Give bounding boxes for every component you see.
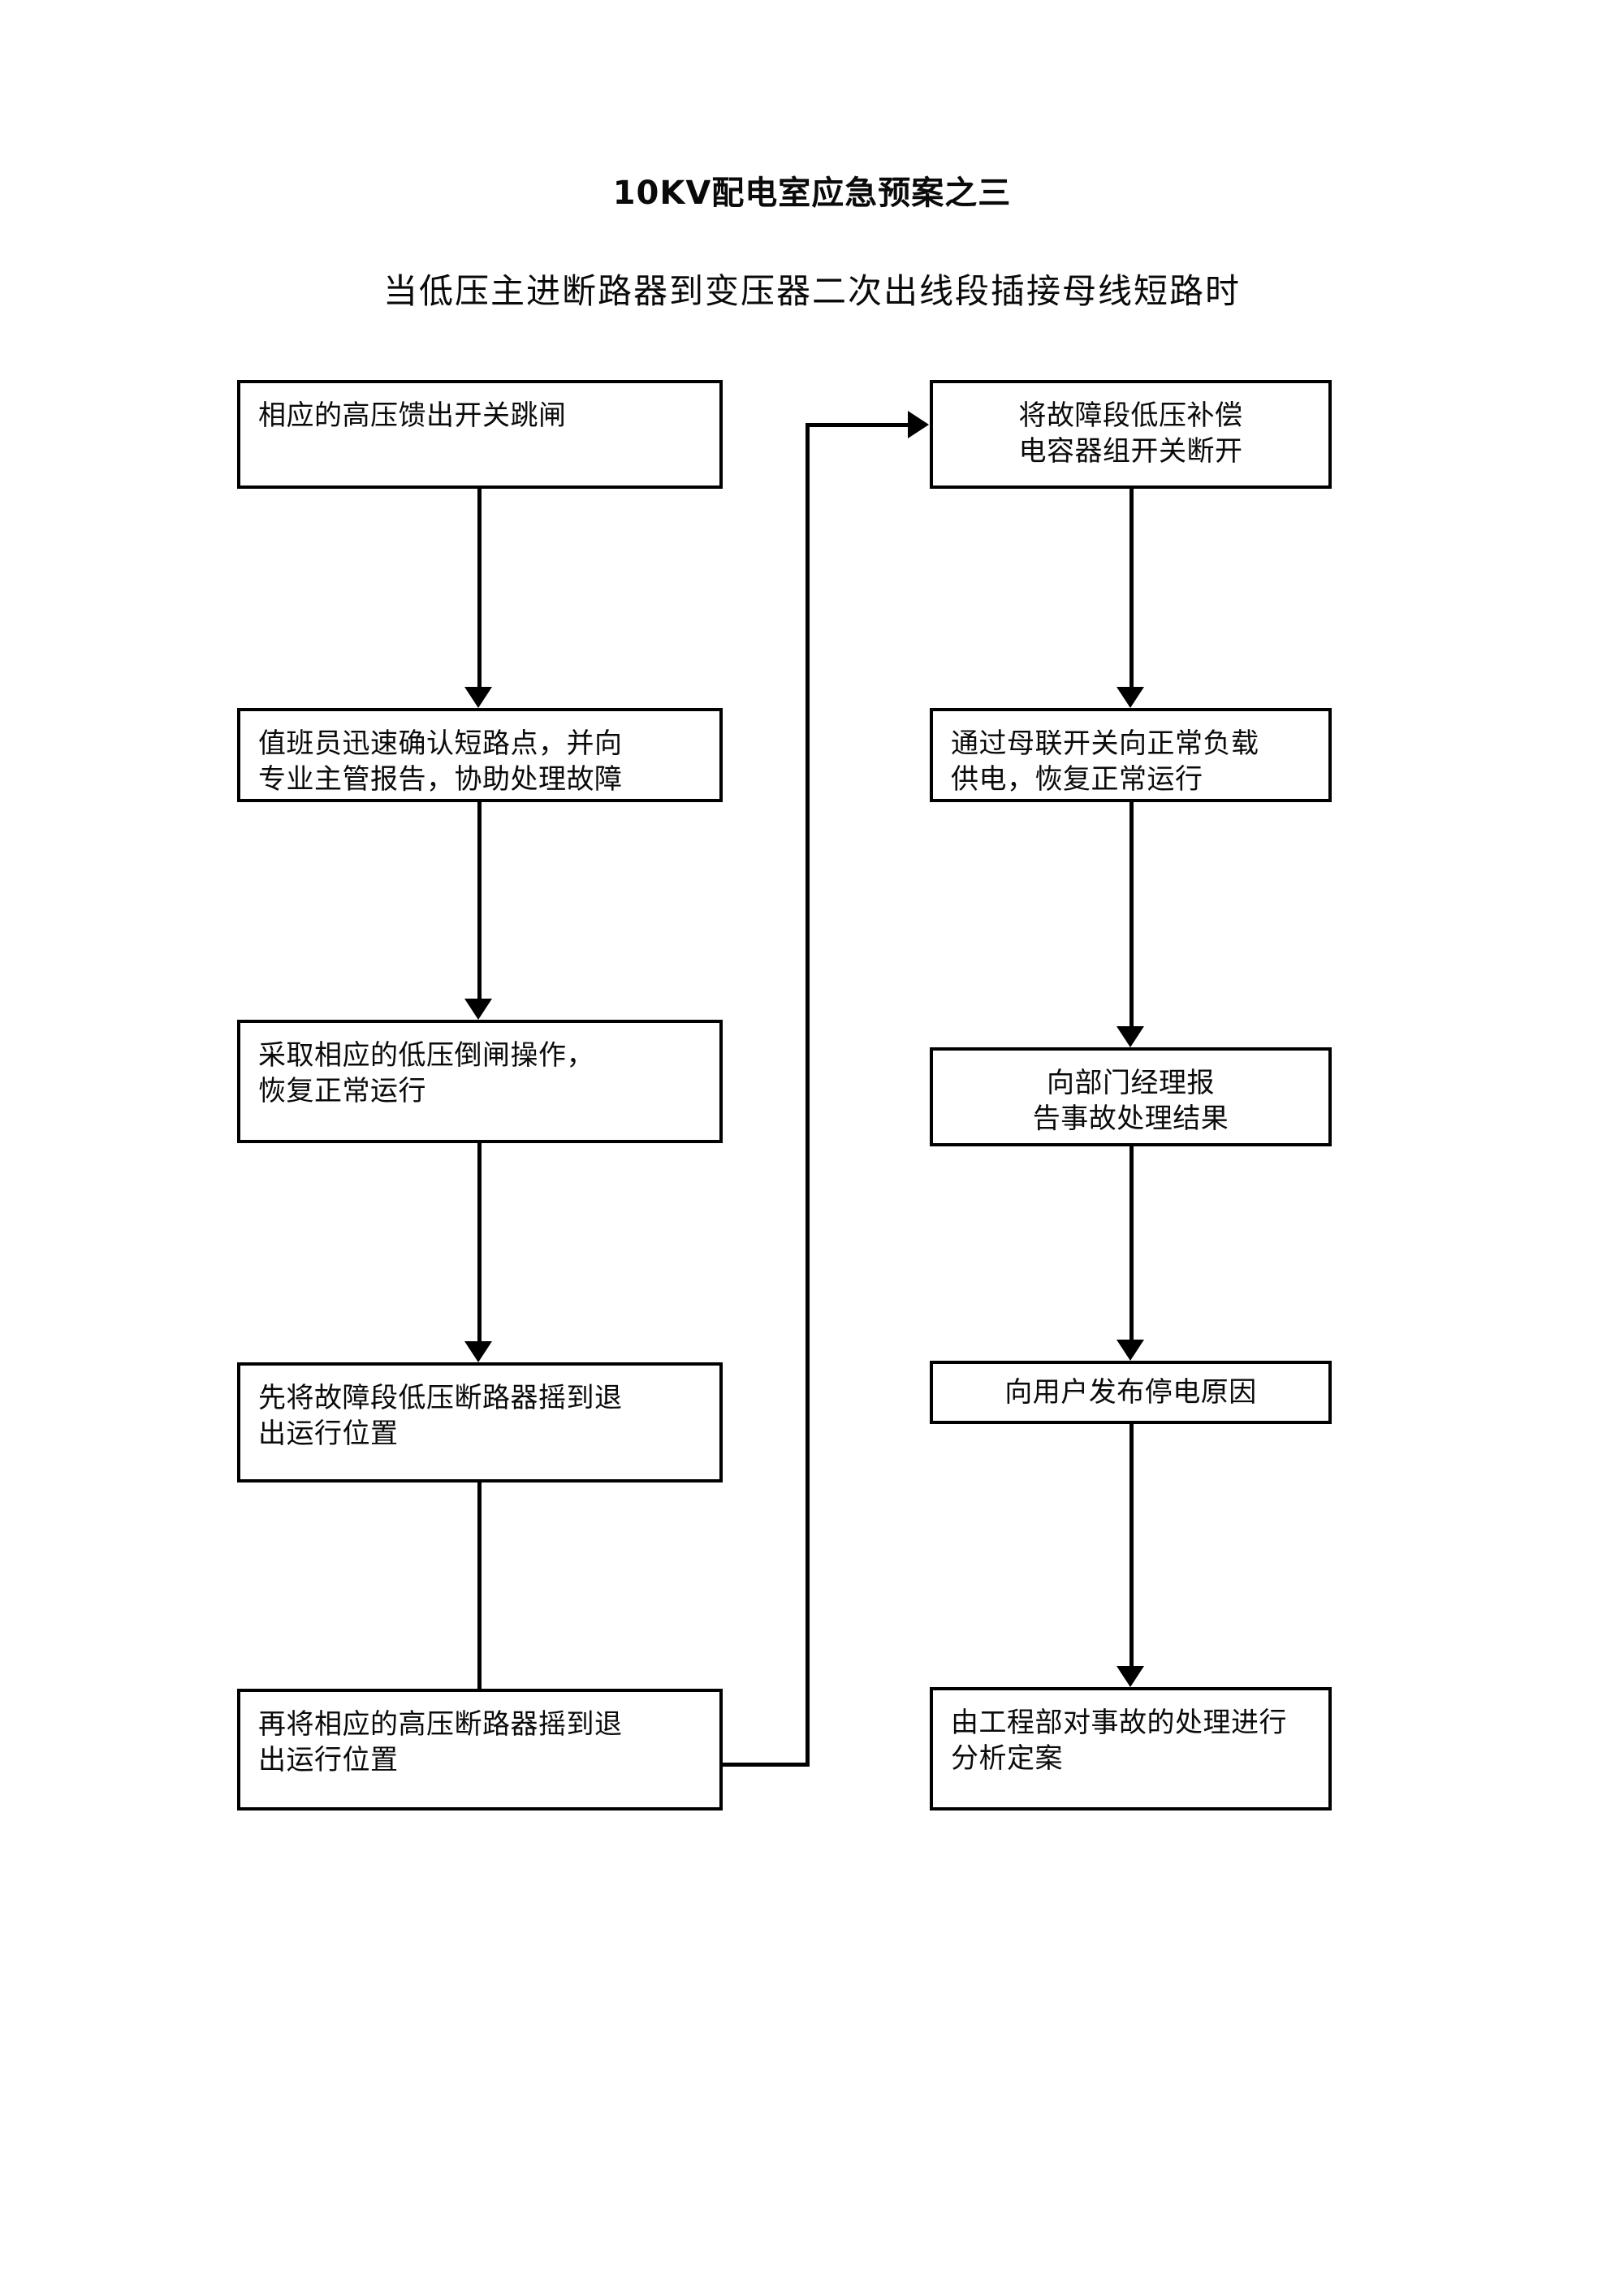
flow-node-R3: 向部门经理报 告事故处理结果 — [930, 1047, 1332, 1146]
edge-R1-R2-arrowhead — [1116, 687, 1144, 708]
edge-R4-R5-line — [1129, 1424, 1134, 1666]
edge-L5-R1-segment-vertical — [806, 423, 810, 1765]
flow-node-R1-text: 将故障段低压补偿 电容器组开关断开 — [1018, 399, 1243, 468]
flow-node-L1: 相应的高压馈出开关跳闸 — [237, 380, 723, 489]
edge-L3-L4-arrowhead — [464, 1341, 492, 1362]
flow-node-R5: 由工程部对事故的处理进行 分析定案 — [930, 1687, 1332, 1810]
edge-R3-R4-arrowhead — [1116, 1340, 1144, 1361]
edge-R3-R4-line — [1129, 1146, 1134, 1340]
flow-node-R4: 向用户发布停电原因 — [930, 1361, 1332, 1424]
flow-node-R5-text: 由工程部对事故的处理进行 分析定案 — [951, 1707, 1287, 1776]
flow-node-R4-text: 向用户发布停电原因 — [1004, 1375, 1257, 1409]
edge-R1-R2-line — [1129, 489, 1134, 687]
flow-node-R1: 将故障段低压补偿 电容器组开关断开 — [930, 380, 1332, 489]
page-subtitle: 当低压主进断路器到变压器二次出线段插接母线短路时 — [382, 271, 1241, 311]
flow-node-R3-text: 向部门经理报 告事故处理结果 — [1032, 1067, 1229, 1136]
flow-node-R2: 通过母联开关向正常负载 供电，恢复正常运行 — [930, 708, 1332, 802]
edge-L1-L2-arrowhead — [464, 687, 492, 708]
edge-L2-L3-arrowhead — [464, 999, 492, 1020]
flow-node-L4: 先将故障段低压断路器摇到退 出运行位置 — [237, 1362, 723, 1482]
edge-R4-R5-arrowhead — [1116, 1666, 1144, 1687]
page-title: 10KV配电室应急预案之三 — [612, 175, 1012, 212]
edge-R2-R3-line — [1129, 802, 1134, 1026]
edge-L1-L2-line — [477, 489, 482, 687]
flow-node-L2-text: 值班员迅速确认短路点，并向 专业主管报告，协助处理故障 — [258, 727, 623, 796]
flow-node-L1-text: 相应的高压馈出开关跳闸 — [258, 399, 567, 432]
flow-node-L5-text: 再将相应的高压断路器摇到退 出运行位置 — [258, 1708, 623, 1777]
edge-R2-R3-arrowhead — [1116, 1026, 1144, 1047]
edge-L3-L4-line — [477, 1143, 482, 1341]
edge-L4-L5-line — [477, 1482, 482, 1690]
flow-node-R2-text: 通过母联开关向正常负载 供电，恢复正常运行 — [951, 727, 1259, 796]
flow-node-L4-text: 先将故障段低压断路器摇到退 出运行位置 — [258, 1382, 623, 1451]
flow-node-L3: 采取相应的低压倒闸操作， 恢复正常运行 — [237, 1020, 723, 1143]
edge-L5-R1-arrowhead — [908, 411, 929, 438]
edge-L5-R1-segment-horizontal-bottom — [719, 1763, 810, 1767]
flow-node-L5: 再将相应的高压断路器摇到退 出运行位置 — [237, 1689, 723, 1810]
edge-L2-L3-line — [477, 802, 482, 999]
edge-L5-R1-segment-horizontal-top — [806, 423, 909, 427]
flow-node-L3-text: 采取相应的低压倒闸操作， 恢复正常运行 — [258, 1039, 594, 1108]
flow-node-L2: 值班员迅速确认短路点，并向 专业主管报告，协助处理故障 — [237, 708, 723, 802]
